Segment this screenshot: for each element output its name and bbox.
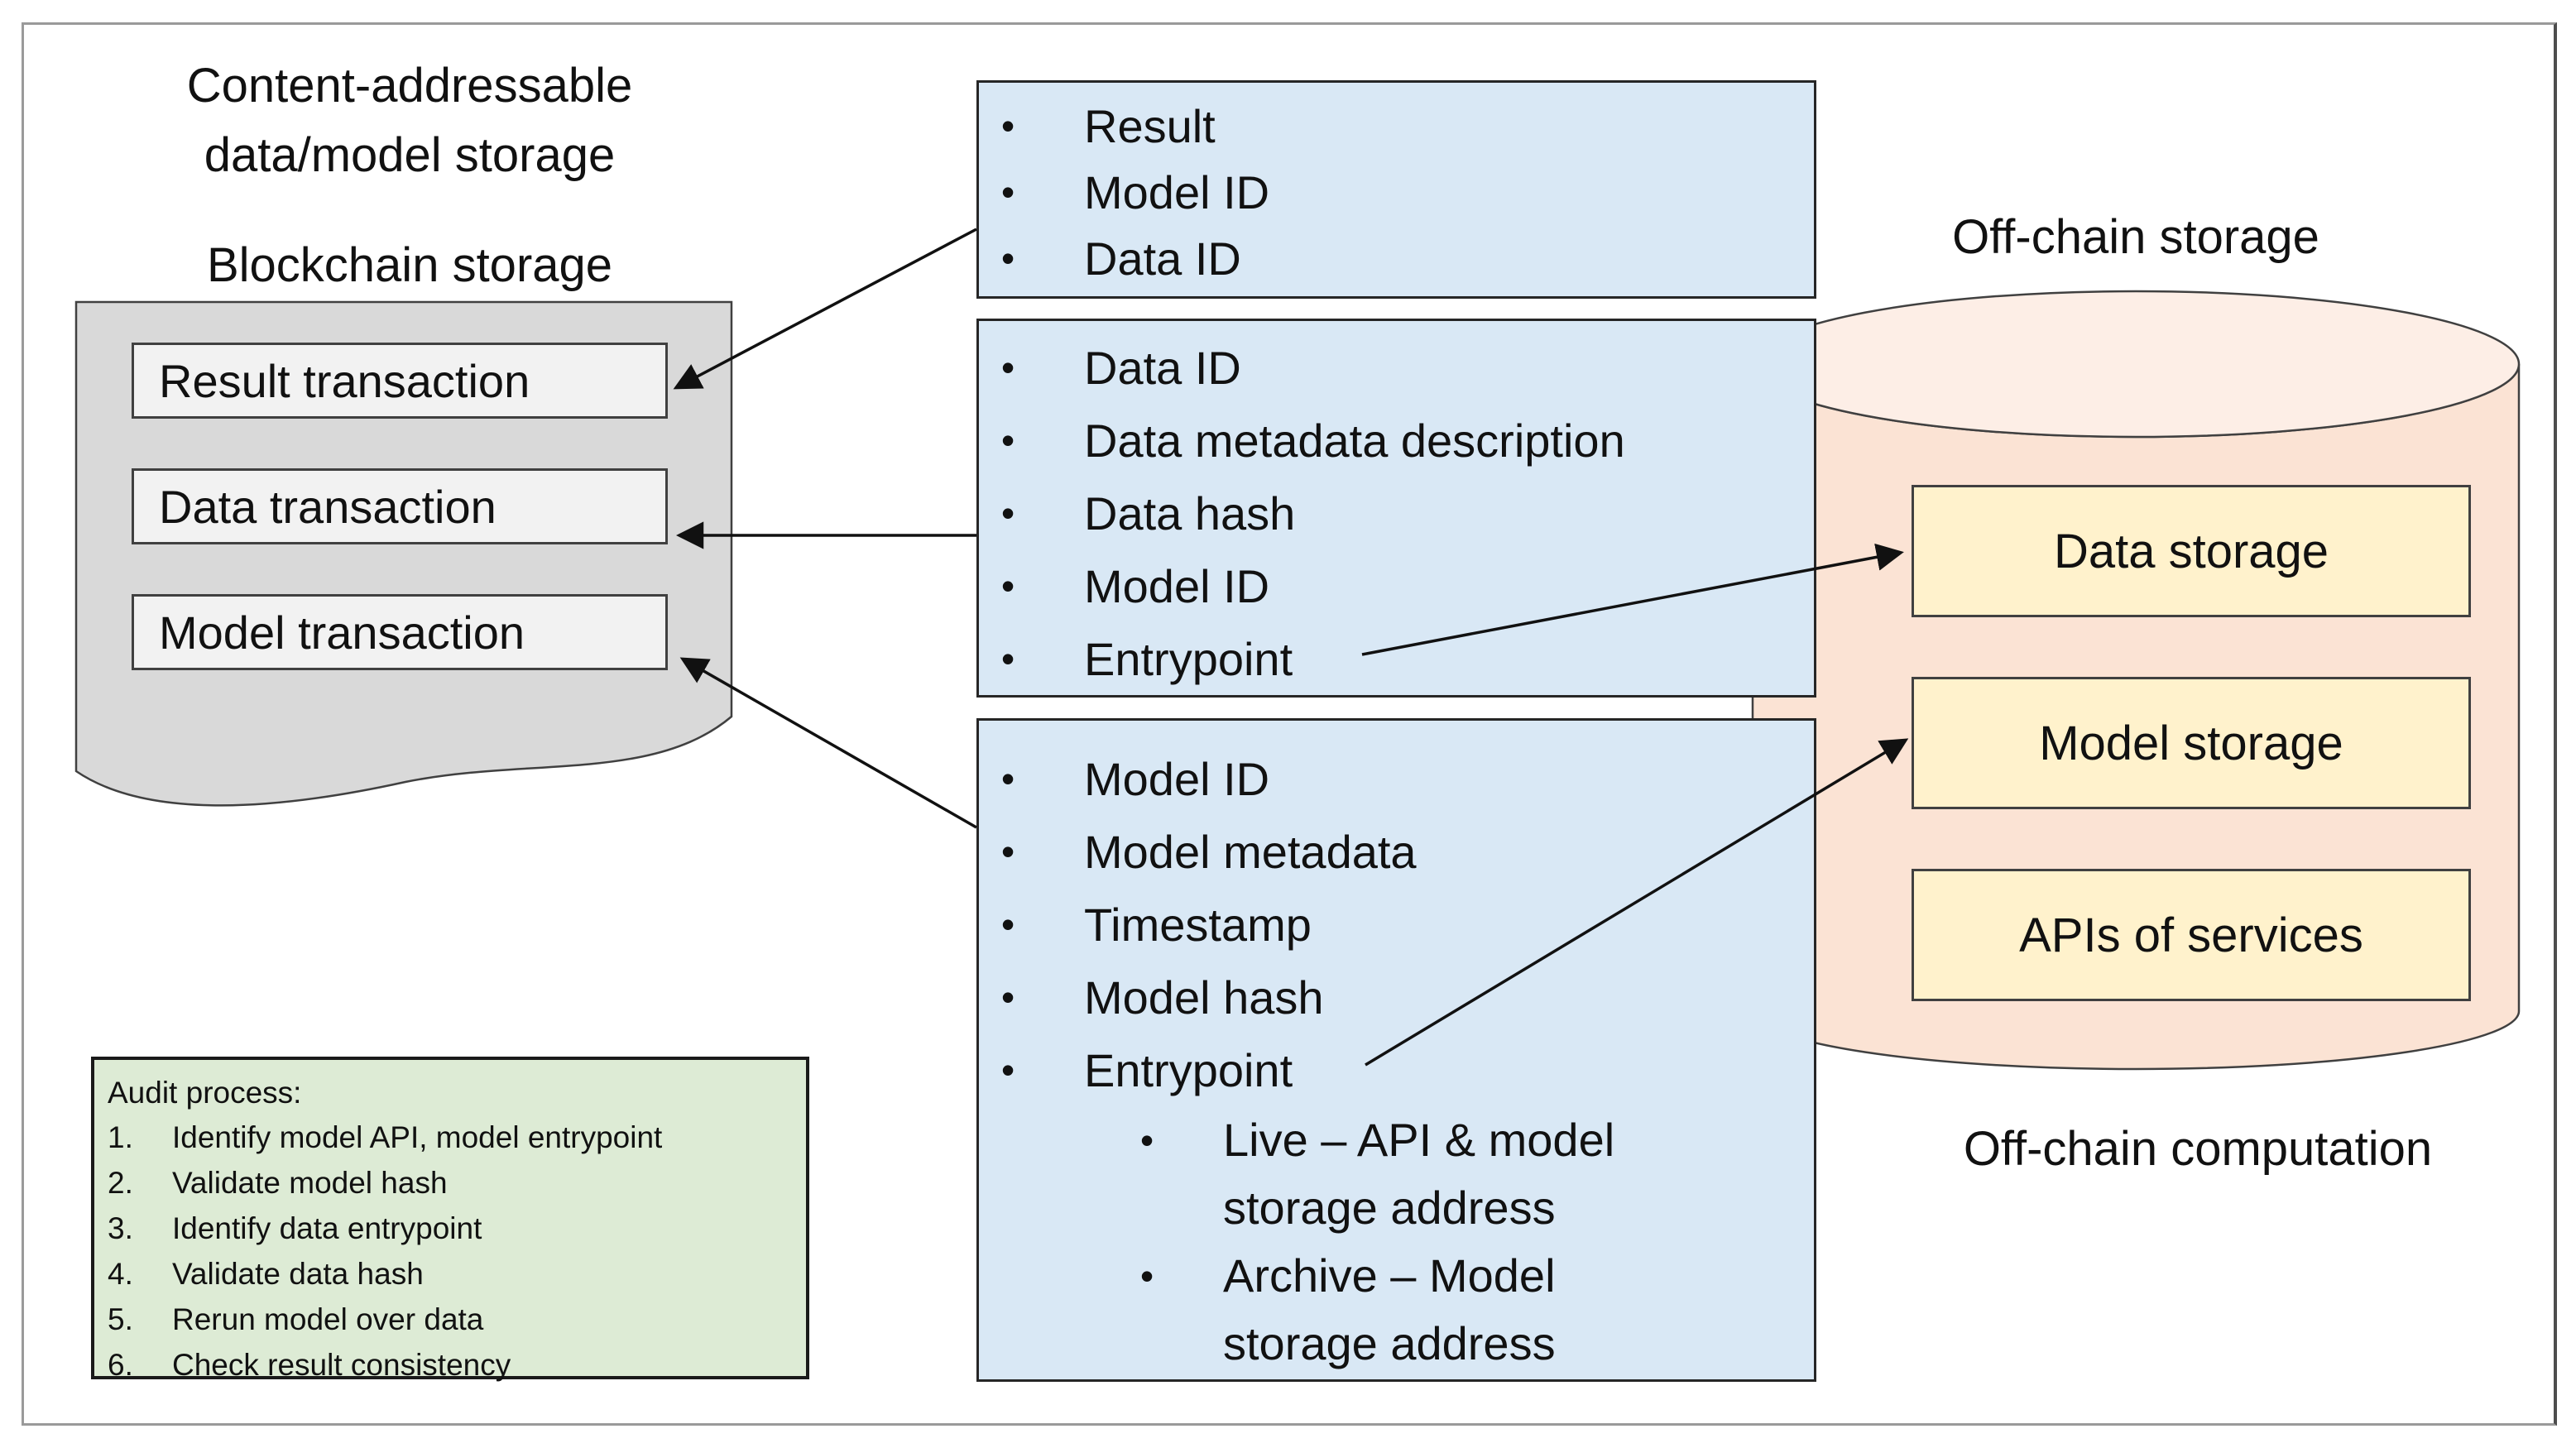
audit-step-text: Check result consistency — [172, 1348, 511, 1382]
field-row: • Entrypoint — [979, 622, 1814, 695]
arrow-dataentrypoint-to-datastorage — [1361, 543, 1904, 656]
field-label: Model ID — [1084, 559, 1270, 612]
bullet-icon: • — [1001, 564, 1015, 607]
field-row: • Model ID — [979, 549, 1814, 622]
bullet-icon: • — [1001, 903, 1015, 946]
field-row: • Result — [979, 93, 1814, 159]
subfield-row: • Live – API & model storage address — [979, 1106, 1814, 1242]
blockchain-storage-label: Blockchain storage — [206, 238, 613, 292]
field-row: • Model metadata — [979, 815, 1814, 888]
field-label: Entrypoint — [1084, 632, 1293, 685]
field-row: • Data metadata description — [979, 404, 1814, 477]
model-tx-field-list: • Model ID • Model metadata • Timestamp … — [979, 742, 1814, 1106]
audit-step-text: Identify data entrypoint — [172, 1211, 482, 1245]
field-label: Data ID — [1084, 341, 1241, 394]
subfield-label: Archive – Model storage address — [1223, 1249, 1556, 1369]
field-label: Data ID — [1084, 232, 1241, 285]
audit-step: Rerun model over data — [108, 1297, 806, 1342]
field-label: Entrypoint — [1084, 1043, 1293, 1096]
bullet-icon: • — [1001, 237, 1015, 280]
arrow-modelentrypoint-to-modelstorage — [1365, 738, 1909, 1067]
bullet-icon: • — [1001, 346, 1015, 389]
field-row: • Entrypoint — [979, 1033, 1814, 1106]
audit-step: Identify model API, model entrypoint — [108, 1115, 806, 1160]
audit-step-text: Validate model hash — [172, 1166, 448, 1200]
field-label: Result — [1084, 99, 1216, 152]
transaction-list: Result transaction Data transaction Mode… — [132, 343, 668, 670]
transaction-label: Data transaction — [159, 480, 496, 533]
audit-step: Check result consistency — [108, 1342, 806, 1388]
transaction-box: Result transaction — [132, 343, 668, 419]
diagram-title-line1: Content-addressable — [186, 59, 633, 113]
field-label: Data hash — [1084, 487, 1296, 539]
field-row: • Data ID — [979, 331, 1814, 404]
bullet-icon: • — [1001, 830, 1015, 873]
audit-step: Validate data hash — [108, 1251, 806, 1297]
entrypoint-sublist: • Live – API & model storage address • A… — [979, 1106, 1814, 1378]
service-label: APIs of services — [2019, 908, 2363, 962]
field-row: • Data ID — [979, 225, 1814, 291]
blockchain-document-shape — [74, 300, 733, 807]
bullet-icon: • — [1001, 637, 1015, 680]
transaction-label: Result transaction — [159, 354, 530, 407]
bullet-icon: • — [1001, 491, 1015, 535]
bullet-icon: • — [1001, 104, 1015, 147]
service-box: APIs of services — [1912, 869, 2471, 1001]
subfield-row: • Archive – Model storage address — [979, 1242, 1814, 1378]
transaction-box: Model transaction — [132, 594, 668, 670]
audit-steps: Identify model API, model entrypoint Val… — [108, 1115, 806, 1388]
field-row: • Model hash — [979, 961, 1814, 1033]
service-box: Data storage — [1912, 485, 2471, 617]
field-label: Model ID — [1084, 752, 1270, 805]
bullet-icon: • — [1001, 419, 1015, 462]
offchain-storage-label: Off-chain storage — [1952, 210, 2319, 264]
arrow-modelfields-to-modeltx — [679, 657, 977, 829]
service-label: Model storage — [2039, 716, 2343, 770]
service-box: Model storage — [1912, 677, 2471, 809]
bullet-icon: • — [1001, 976, 1015, 1019]
diagram-title: Content-addressable data/model storage — [79, 51, 741, 190]
offchain-computation-label: Off-chain computation — [1963, 1122, 2433, 1176]
service-list: Data storage Model storage APIs of servi… — [1912, 485, 2471, 1001]
model-tx-fields-box: • Model ID • Model metadata • Timestamp … — [976, 718, 1816, 1382]
field-row: • Timestamp — [979, 888, 1814, 961]
bullet-icon: • — [1001, 170, 1015, 213]
audit-process-box: Audit process: Identify model API, model… — [91, 1057, 809, 1382]
field-label: Model hash — [1084, 971, 1324, 1024]
audit-step-text: Rerun model over data — [172, 1302, 484, 1336]
data-tx-fields-box: • Data ID • Data metadata description • … — [976, 319, 1816, 698]
audit-step-text: Validate data hash — [172, 1257, 424, 1291]
field-label: Data metadata description — [1084, 414, 1625, 467]
field-row: • Data hash — [979, 477, 1814, 549]
service-label: Data storage — [2053, 524, 2329, 578]
subfield-label: Live – API & model storage address — [1223, 1114, 1615, 1234]
audit-step-text: Identify model API, model entrypoint — [172, 1120, 663, 1154]
audit-step: Validate model hash — [108, 1160, 806, 1206]
audit-step: Identify data entrypoint — [108, 1206, 806, 1251]
arrow-resultfields-to-resulttx — [673, 228, 977, 390]
field-label: Timestamp — [1084, 898, 1312, 951]
field-row: • Model ID — [979, 742, 1814, 815]
field-row: • Model ID — [979, 159, 1814, 225]
diagram-title-line2: data/model storage — [204, 128, 616, 182]
bullet-icon: • — [1140, 1119, 1154, 1162]
field-label: Model metadata — [1084, 825, 1417, 878]
bullet-icon: • — [1001, 757, 1015, 800]
bullet-icon: • — [1140, 1254, 1154, 1297]
transaction-label: Model transaction — [159, 606, 525, 659]
field-label: Model ID — [1084, 165, 1270, 218]
bullet-icon: • — [1001, 1048, 1015, 1091]
audit-title: Audit process: — [108, 1076, 302, 1110]
result-tx-fields-box: • Result • Model ID • Data ID — [976, 80, 1816, 299]
transaction-box: Data transaction — [132, 468, 668, 544]
